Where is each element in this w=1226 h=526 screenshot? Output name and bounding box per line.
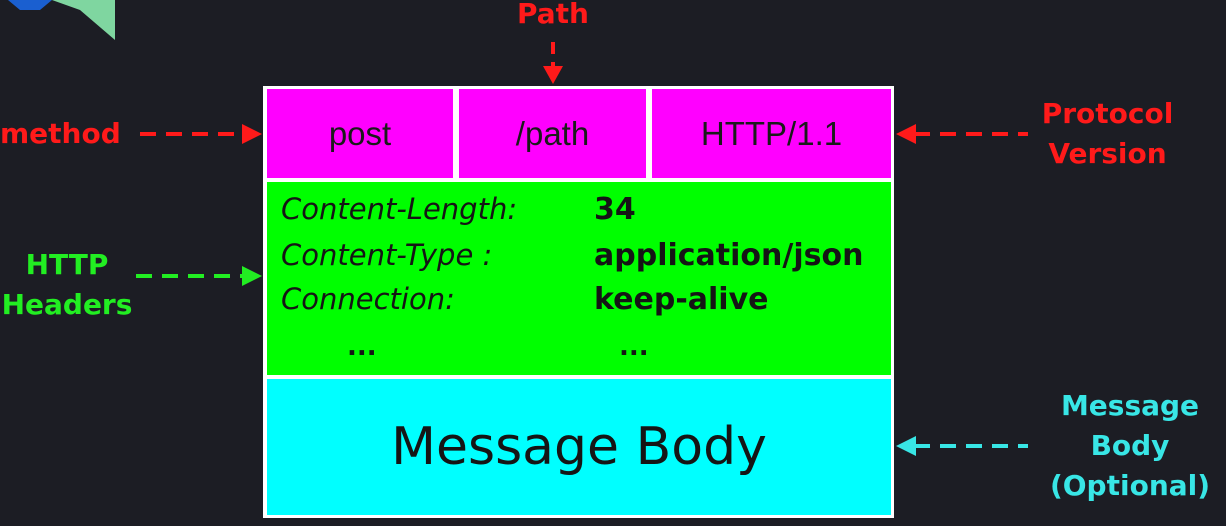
protocol-cell: HTTP/1.1 [652,89,891,178]
body-label-line3: (Optional) [1049,469,1211,502]
path-arrow [543,42,563,84]
protocol-label-line2: Version [1048,137,1167,170]
header-key-ellipsis: ... [347,332,377,362]
protocol-label-line1: Protocol [1041,97,1174,130]
http-request-box: post /path HTTP/1.1 Content-Length: 34 C… [263,86,894,518]
header-value: application/json [594,238,864,273]
headers-arrow [136,266,262,286]
headers-label-line1: HTTP [25,248,109,281]
protocol-arrow [896,124,1028,144]
logo-icon [8,0,115,40]
header-key: Content-Type : [281,238,493,272]
path-label: Path [517,0,589,30]
header-value: keep-alive [594,282,769,317]
path-cell: /path [459,89,646,178]
message-body-label: Message Body (Optional) [1040,386,1220,506]
header-value-ellipsis: ... [619,332,649,362]
method-label: method [0,117,121,150]
http-headers-label: HTTP Headers [0,245,134,325]
headers-label-line2: Headers [1,288,133,321]
method-arrow [140,124,262,144]
body-arrow [896,436,1028,456]
body-label-line2: Body [1090,429,1170,462]
header-key: Connection: [281,282,455,316]
header-value: 34 [594,192,636,227]
body-label-line1: Message [1060,389,1200,422]
method-cell: post [267,89,453,178]
header-key: Content-Length: [281,192,518,226]
protocol-version-label: Protocol Version [1030,94,1185,174]
headers-section: Content-Length: 34 Content-Type : applic… [267,182,891,375]
message-body-section: Message Body [267,379,891,515]
